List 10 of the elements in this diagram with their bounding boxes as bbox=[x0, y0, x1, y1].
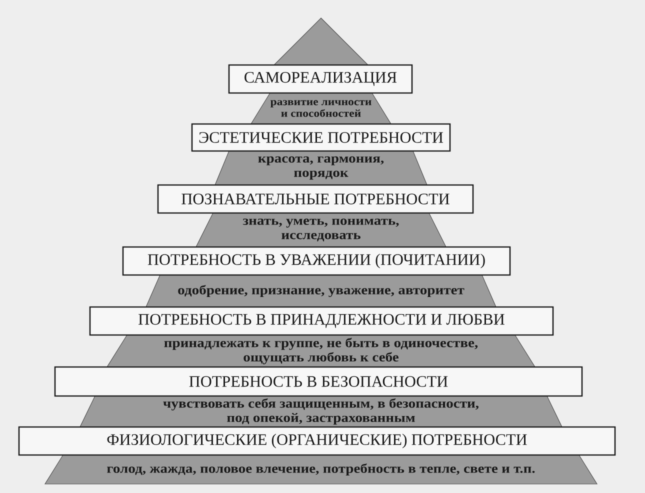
pyramid-tier: знать, уметь, понимать, исследовать bbox=[196, 212, 446, 248]
title-box: ФИЗИОЛОГИЧЕСКИЕ (ОРГАНИЧЕСКИЕ) ПОТРЕБНОСТИ bbox=[18, 426, 616, 456]
title-box: ЭСТЕТИЧЕСКИЕ ПОТРЕБНОСТИ bbox=[191, 123, 451, 152]
title-box: САМОРЕАЛИЗАЦИЯ bbox=[228, 64, 413, 94]
title-box: ПОТРЕБНОСТЬ В УВАЖЕНИИ (ПОЧИТАНИИ) bbox=[122, 246, 511, 276]
pyramid-tier: чувствовать себя защищенным, в безопасности, под опекой, застрахованным bbox=[80, 396, 562, 428]
title-box: ПОЗНАВАТЕЛЬНЫЕ ПОТРЕБНОСТИ bbox=[157, 184, 474, 214]
pyramid-tier: одобрение, признание, уважение, авторитет bbox=[146, 274, 496, 308]
title-box: ПОТРЕБНОСТЬ В ПРИНАДЛЕЖНОСТИ И ЛЮБВИ bbox=[89, 306, 554, 336]
title-box: ПОТРЕБНОСТЬ В БЕЗОПАСНОСТИ bbox=[54, 366, 583, 397]
